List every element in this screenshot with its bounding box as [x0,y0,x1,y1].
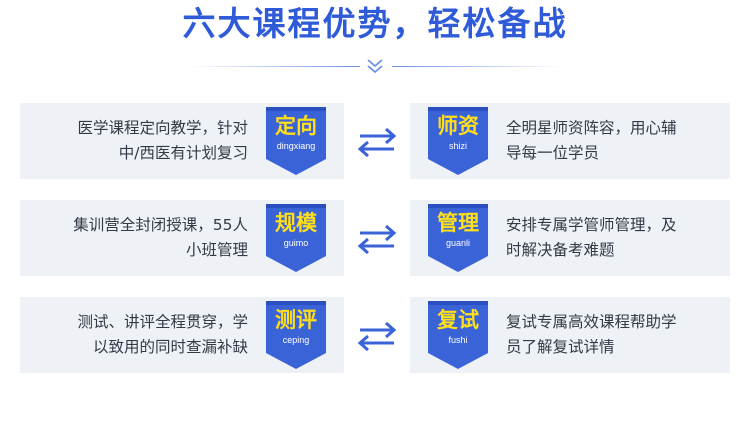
advantage-card-dingxiang: 医学课程定向教学，针对 中/西医有计划复习 定向 dingxiang [20,103,344,179]
double-chevron-down-icon [367,59,383,74]
badge-pinyin: ceping [282,335,310,345]
badge-title: 管理 [437,211,479,235]
badge-pinyin: guimo [283,238,309,248]
ribbon-badge-icon: 师资 shizi [428,107,488,175]
advantage-description: 安排专属学管师管理，及 时解决备考难题 [506,216,677,259]
advantage-card-guanli: 管理 guanli 安排专属学管师管理，及 时解决备考难题 [410,200,730,276]
ribbon-badge-icon: 规模 guimo [266,204,326,272]
advantage-card-fushi: 复试 fushi 复试专属高效课程帮助学 员了解复试详情 [410,297,730,373]
badge-pinyin: shizi [448,141,467,151]
page-title: 六大课程优势，轻松备战 [182,4,568,43]
advantage-description: 医学课程定向教学，针对 中/西医有计划复习 [77,119,248,162]
advantage-description: 集训营全封闭授课，55人 小班管理 [73,216,248,259]
badge-pinyin: guanli [445,238,471,248]
badge-title: 师资 [437,114,479,138]
swap-arrows-icon [357,127,397,157]
advantage-description: 全明星师资阵容，用心辅 导每一位学员 [506,119,677,162]
advantage-row: 集训营全封闭授课，55人 小班管理 规模 guimo 管理 guanli 安排专… [0,200,750,276]
badge-title: 定向 [275,114,317,138]
advantage-card-ceping: 测试、讲评全程贯穿，学 以致用的同时查漏补缺 测评 ceping [20,297,344,373]
ribbon-badge-icon: 管理 guanli [428,204,488,272]
divider-line-right [392,66,562,67]
badge-title: 复试 [437,308,479,332]
ribbon-badge-icon: 测评 ceping [266,301,326,369]
advantage-description: 复试专属高效课程帮助学 员了解复试详情 [506,313,677,356]
swap-arrows-icon [357,321,397,351]
divider-line-left [190,66,360,67]
advantage-card-guimo: 集训营全封闭授课，55人 小班管理 规模 guimo [20,200,344,276]
ribbon-badge-icon: 定向 dingxiang [266,107,326,175]
badge-title: 测评 [275,308,317,332]
badge-pinyin: fushi [448,335,468,345]
badge-pinyin: dingxiang [276,141,316,151]
advantage-description: 测试、讲评全程贯穿，学 以致用的同时查漏补缺 [77,313,248,356]
badge-title: 规模 [275,211,317,235]
advantage-row: 测试、讲评全程贯穿，学 以致用的同时查漏补缺 测评 ceping 复试 fush… [0,297,750,373]
ribbon-badge-icon: 复试 fushi [428,301,488,369]
advantage-row: 医学课程定向教学，针对 中/西医有计划复习 定向 dingxiang 师资 sh… [0,103,750,179]
swap-arrows-icon [357,224,397,254]
advantage-card-shizi: 师资 shizi 全明星师资阵容，用心辅 导每一位学员 [410,103,730,179]
